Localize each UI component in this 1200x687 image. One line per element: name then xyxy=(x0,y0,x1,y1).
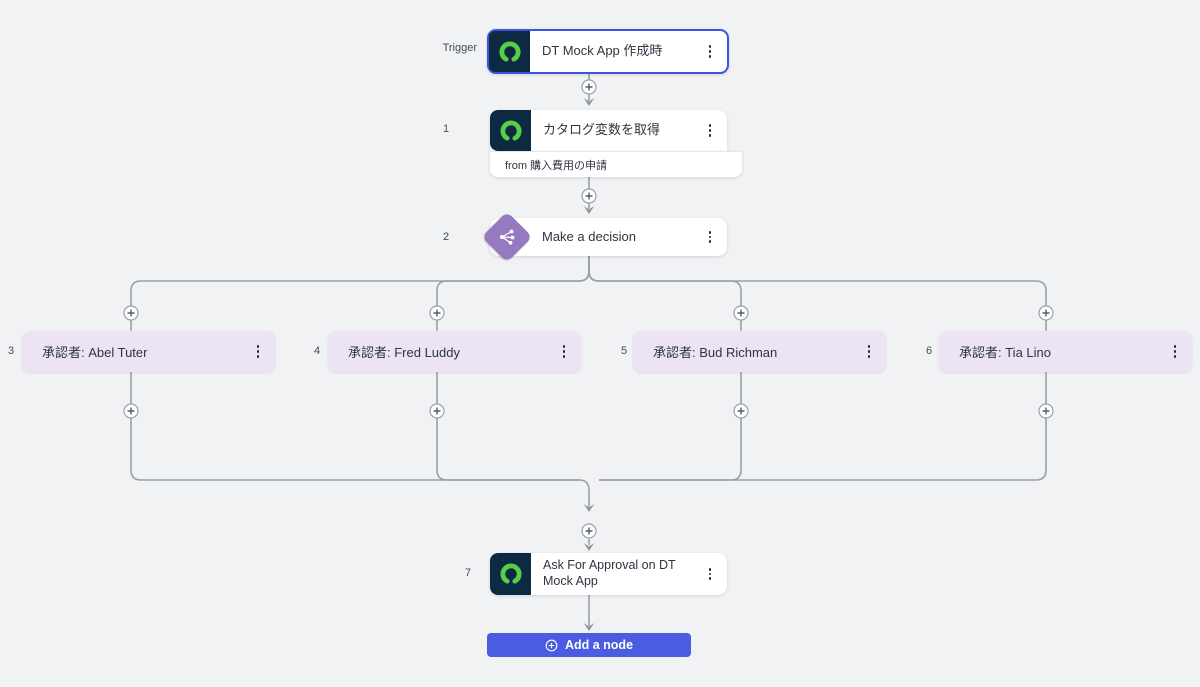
servicenow-logo-icon xyxy=(490,110,531,151)
plus-icon xyxy=(585,527,593,535)
arrowhead-icon xyxy=(583,98,595,631)
plus-icon xyxy=(127,309,135,317)
node-number: 5 xyxy=(621,345,628,357)
plus-icon xyxy=(1042,309,1050,317)
node-number: 1 xyxy=(443,123,450,135)
kebab-menu-icon[interactable] xyxy=(862,343,876,361)
kebab-menu-icon[interactable] xyxy=(703,43,717,61)
add-node-button[interactable]: Add a node xyxy=(487,633,691,657)
plus-icon xyxy=(585,192,593,200)
plus-icon xyxy=(1042,407,1050,415)
node-title: 承認者: Bud Richman xyxy=(653,345,778,360)
servicenow-logo-icon xyxy=(489,31,530,72)
node-number: 7 xyxy=(465,567,472,579)
kebab-menu-icon[interactable] xyxy=(557,343,571,361)
plus-icon xyxy=(433,407,441,415)
inline-add-button[interactable] xyxy=(733,403,749,419)
inline-add-button[interactable] xyxy=(1038,403,1054,419)
kebab-menu-icon[interactable] xyxy=(703,565,717,583)
plus-icon xyxy=(585,83,593,91)
connector-lines xyxy=(130,70,1047,626)
node-title: 承認者: Fred Luddy xyxy=(348,345,460,360)
inline-add-button[interactable] xyxy=(581,79,597,95)
node-title: 承認者: Abel Tuter xyxy=(42,345,148,360)
node-number: 2 xyxy=(443,231,450,243)
inline-add-button[interactable] xyxy=(581,188,597,204)
node-number: 4 xyxy=(314,345,321,357)
kebab-menu-icon[interactable] xyxy=(1168,343,1182,361)
inline-add-button[interactable] xyxy=(1038,305,1054,321)
node-number: 3 xyxy=(8,345,15,357)
kebab-menu-icon[interactable] xyxy=(703,228,717,246)
approver-node-abel-tuter[interactable]: 承認者: Abel Tuter xyxy=(22,331,275,372)
trigger-node[interactable]: DT Mock App 作成時 xyxy=(487,29,729,74)
plus-icon xyxy=(737,309,745,317)
action-node-ask-for-approval[interactable]: Ask For Approval on DT Mock App xyxy=(490,553,727,595)
node-number: 6 xyxy=(926,345,933,357)
add-node-button-label: Add a node xyxy=(564,638,634,652)
trigger-node-title: DT Mock App 作成時 xyxy=(542,43,663,59)
node-title: 承認者: Tia Lino xyxy=(959,345,1051,360)
trigger-side-label: Trigger xyxy=(442,42,477,54)
inline-add-button[interactable] xyxy=(581,523,597,539)
kebab-menu-icon[interactable] xyxy=(703,122,717,140)
inline-add-button[interactable] xyxy=(123,403,139,419)
plus-icon xyxy=(127,407,135,415)
inline-add-button[interactable] xyxy=(429,403,445,419)
node-title: Ask For Approval on DT Mock App xyxy=(543,558,676,588)
node-title: Make a decision xyxy=(542,228,636,244)
plus-icon xyxy=(433,309,441,317)
node-subtitle: from 購入費用の申請 xyxy=(490,151,742,177)
plus-circle-icon xyxy=(545,639,558,651)
inline-add-buttons xyxy=(123,79,1054,539)
inline-add-button[interactable] xyxy=(123,305,139,321)
approver-node-fred-luddy[interactable]: 承認者: Fred Luddy xyxy=(328,331,581,372)
approver-node-tia-lino[interactable]: 承認者: Tia Lino xyxy=(939,331,1192,372)
servicenow-logo-icon xyxy=(490,553,531,595)
action-node-get-catalog-variables[interactable]: カタログ変数を取得 xyxy=(490,110,727,151)
node-title: カタログ変数を取得 xyxy=(543,122,661,138)
decision-branch-icon xyxy=(481,211,533,263)
kebab-menu-icon[interactable] xyxy=(251,343,265,361)
plus-icon xyxy=(737,407,745,415)
inline-add-button[interactable] xyxy=(429,305,445,321)
approver-node-bud-richman[interactable]: 承認者: Bud Richman xyxy=(633,331,886,372)
inline-add-button[interactable] xyxy=(733,305,749,321)
